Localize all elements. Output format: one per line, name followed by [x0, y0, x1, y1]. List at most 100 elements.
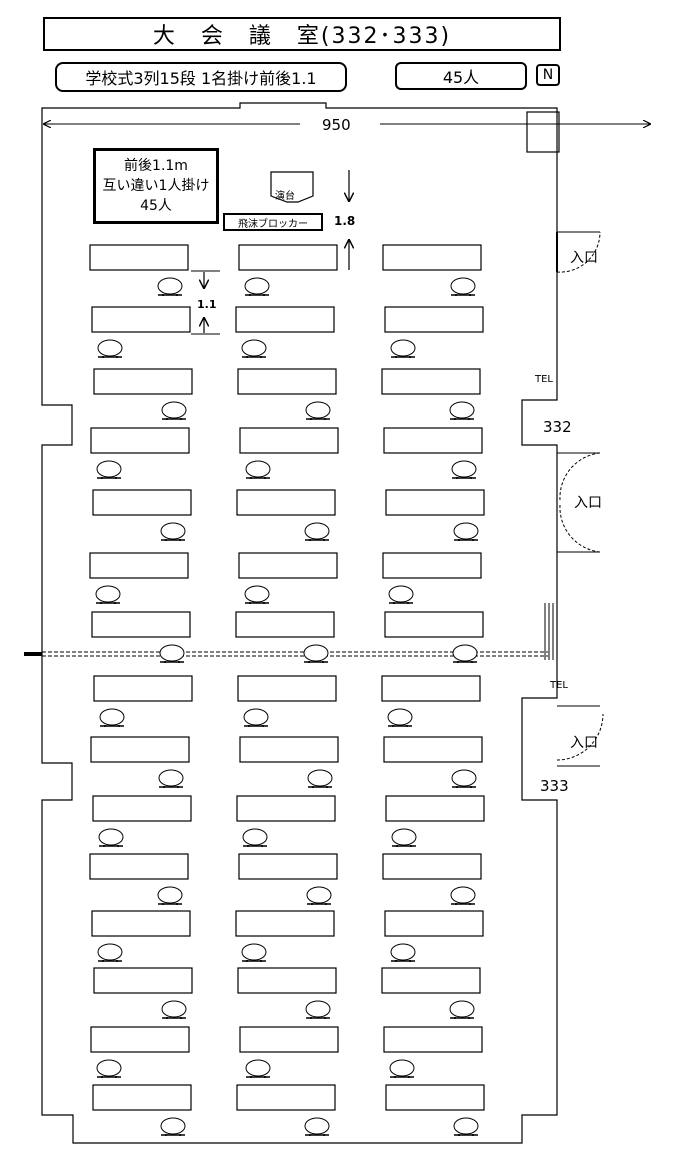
chair — [453, 1117, 479, 1136]
chair — [305, 1000, 331, 1019]
tel-label: TEL — [535, 374, 553, 385]
desk — [382, 244, 482, 271]
desk — [385, 795, 485, 822]
desk — [237, 368, 337, 395]
desk — [238, 552, 338, 579]
row-gap-label: 1.1 — [197, 298, 217, 311]
entrance-label: 入口 — [570, 250, 598, 266]
chair — [304, 522, 330, 541]
chair — [161, 1000, 187, 1019]
legend-line: 45人 — [140, 198, 172, 214]
desk — [381, 967, 481, 994]
desk — [91, 910, 191, 937]
chair — [449, 401, 475, 420]
desk — [238, 244, 338, 271]
page-title: 大 会 議 室(332･333) — [43, 17, 561, 51]
chair — [304, 1117, 330, 1136]
chair — [97, 943, 123, 962]
desk — [383, 1026, 483, 1053]
desk — [93, 368, 193, 395]
north-indicator: N — [536, 64, 560, 86]
chair — [391, 828, 417, 847]
legend-box: 前後1.1m 互い違い1人掛け 45人 — [93, 148, 219, 224]
chair — [98, 828, 124, 847]
chair — [451, 460, 477, 479]
room-number-333: 333 — [540, 777, 569, 795]
chair — [96, 1059, 122, 1078]
chair — [244, 277, 270, 296]
chair — [451, 769, 477, 788]
desk — [239, 736, 339, 763]
desk — [236, 489, 336, 516]
desk — [90, 1026, 190, 1053]
width-dimension-label: 950 — [322, 116, 351, 134]
door-top — [556, 231, 601, 273]
desk — [235, 306, 335, 333]
desk — [92, 795, 192, 822]
chair — [161, 401, 187, 420]
chair — [305, 401, 331, 420]
chair — [97, 339, 123, 358]
chair — [449, 1000, 475, 1019]
chair — [99, 708, 125, 727]
desk — [236, 795, 336, 822]
chair — [307, 769, 333, 788]
desk — [92, 1084, 192, 1111]
desk — [382, 552, 482, 579]
desk — [384, 910, 484, 937]
desk — [381, 675, 481, 702]
layout-description: 学校式3列15段 1名掛け前後1.1 — [55, 62, 347, 92]
chair — [160, 1117, 186, 1136]
chair — [453, 522, 479, 541]
chair — [390, 339, 416, 358]
chair — [157, 886, 183, 905]
chair — [450, 277, 476, 296]
desk — [237, 967, 337, 994]
desk — [238, 853, 338, 880]
desk — [93, 675, 193, 702]
desk — [91, 611, 191, 638]
chair — [245, 460, 271, 479]
desk — [90, 427, 190, 454]
podium-label: 演台 — [275, 191, 295, 202]
desk — [239, 1026, 339, 1053]
desk — [239, 427, 339, 454]
chair — [160, 522, 186, 541]
entrance-label: 入口 — [574, 495, 602, 511]
desk — [385, 489, 485, 516]
podium — [270, 171, 314, 203]
chair — [303, 644, 329, 663]
room-number-332: 332 — [543, 418, 572, 436]
desk — [93, 967, 193, 994]
desk — [89, 552, 189, 579]
legend-line: 互い違い1人掛け — [102, 178, 210, 194]
chair — [242, 828, 268, 847]
chair — [243, 708, 269, 727]
tel-label: TEL — [550, 680, 568, 691]
legend-line: 前後1.1m — [124, 158, 188, 174]
chair — [157, 277, 183, 296]
desk — [236, 1084, 336, 1111]
desk — [384, 611, 484, 638]
chair — [96, 460, 122, 479]
chair — [387, 708, 413, 727]
chair — [241, 943, 267, 962]
desk — [384, 306, 484, 333]
desk — [89, 244, 189, 271]
room-wall — [41, 102, 558, 1144]
desk — [237, 675, 337, 702]
front-gap-label: 1.8 — [334, 214, 356, 228]
chair — [389, 1059, 415, 1078]
chair — [241, 339, 267, 358]
desk — [381, 368, 481, 395]
desk — [383, 736, 483, 763]
capacity-badge: 45人 — [395, 62, 527, 90]
chair — [158, 769, 184, 788]
chair — [388, 585, 414, 604]
door-333 — [556, 705, 604, 767]
seating-grid — [89, 244, 485, 1136]
chair — [306, 886, 332, 905]
desk — [235, 611, 335, 638]
desk — [89, 853, 189, 880]
